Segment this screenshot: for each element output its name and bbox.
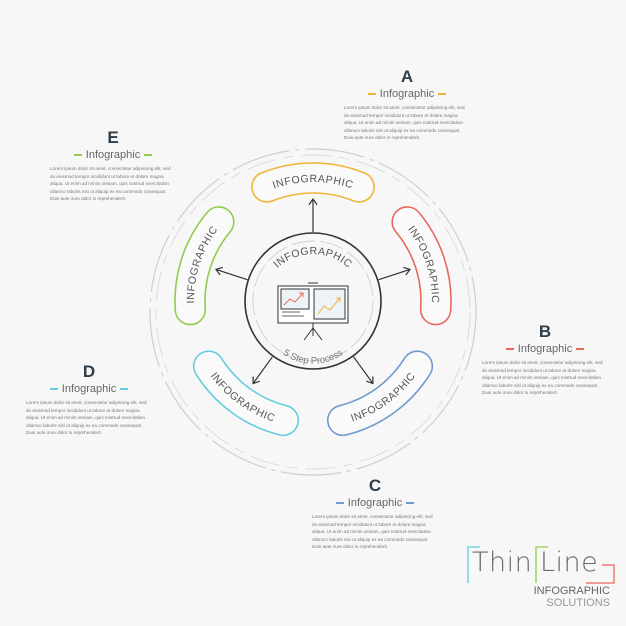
step-b-title: Infographic (517, 343, 573, 355)
title-dash-right (120, 388, 129, 390)
step-d-block: D Infographic Lorem ipsum dolor sit amet… (26, 362, 152, 437)
arrow-d (252, 356, 273, 384)
pill-d: INFOGRAPHIC (192, 350, 299, 437)
step-b-letter: B (538, 322, 552, 341)
step-a-title: Infographic (379, 88, 435, 100)
brand-sub-2: SOLUTIONS (546, 597, 610, 609)
arrows-layer (214, 197, 412, 385)
step-c-title-row: Infographic (312, 497, 438, 509)
title-dash-left (367, 93, 376, 95)
step-b-body: Lorem ipsum dolor sit amet, consectetur … (482, 360, 603, 396)
arrow-head-b (403, 266, 412, 276)
step-b-title-row: Infographic (482, 343, 608, 355)
title-dash-left (73, 154, 82, 156)
arrow-b (378, 268, 411, 281)
step-b-block: B Infographic Lorem ipsum dolor sit amet… (482, 322, 608, 397)
center-subtitle: 5 Step Process (281, 347, 345, 367)
step-e-title: Infographic (85, 149, 141, 161)
step-c-title: Infographic (347, 497, 403, 509)
pill-c: INFOGRAPHIC (327, 350, 434, 437)
title-dash-left (49, 388, 58, 390)
step-a-letter: A (400, 67, 414, 86)
brand-frame-lines (467, 546, 615, 584)
arrow-head-a (308, 197, 318, 206)
step-e-block: E Infographic Lorem ipsum dolor sit amet… (50, 128, 176, 203)
brand-wordmark: Thin Line (466, 543, 616, 585)
step-d-title-row: Infographic (26, 383, 152, 395)
pill-b: INFOGRAPHIC (391, 206, 452, 326)
center-circle (244, 232, 382, 370)
brand-logo: Thin Line INFOGRAPHIC SOLUTIONS (466, 543, 616, 609)
center-circle-inner-dashed (252, 240, 374, 362)
step-d-letter: D (82, 362, 96, 381)
title-dash-right (406, 502, 415, 504)
presentation-board-icon (277, 282, 349, 341)
step-c-block: C Infographic Lorem ipsum dolor sit amet… (312, 476, 438, 551)
title-dash-right (144, 154, 153, 156)
step-e-body: Lorem ipsum dolor sit amet, consectetur … (50, 166, 171, 202)
brand-sub-1: INFOGRAPHIC (533, 585, 610, 597)
arrow-c (353, 356, 374, 384)
pills-layer: INFOGRAPHIC INFOGRAPHIC INFOGRAPHIC INFOGRA… (174, 162, 452, 437)
step-c-letter: C (368, 476, 382, 495)
pill-shape (391, 206, 452, 326)
brand-word-2: Line (540, 547, 599, 578)
title-dash-left (335, 502, 344, 504)
step-a-block: A Infographic Lorem ipsum dolor sit amet… (344, 67, 470, 142)
step-d-body: Lorem ipsum dolor sit amet, consectetur … (26, 400, 147, 436)
pill-shape (192, 350, 299, 437)
step-d-title: Infographic (61, 383, 117, 395)
step-a-title-row: Infographic (344, 88, 470, 100)
title-dash-left (505, 348, 514, 350)
outer-dashed-ring (149, 148, 477, 476)
title-dash-right (438, 93, 447, 95)
arrow-head-e (214, 266, 223, 276)
outer-dashed-ring-inner (155, 154, 471, 470)
arrow-head-c (366, 376, 374, 385)
pill-shape (327, 350, 434, 437)
arrow-head-d (252, 376, 260, 385)
title-dash-right (576, 348, 585, 350)
pill-e: INFOGRAPHIC (174, 206, 235, 326)
step-c-body: Lorem ipsum dolor sit amet, consectetur … (312, 514, 433, 550)
step-a-body: Lorem ipsum dolor sit amet, consectetur … (344, 105, 465, 141)
step-e-letter: E (107, 128, 119, 147)
step-e-title-row: Infographic (50, 149, 176, 161)
brand-word-1: Thin (472, 547, 533, 578)
pill-shape (174, 206, 235, 326)
pill-shape (251, 162, 375, 203)
arrow-e (215, 268, 248, 281)
pill-a: INFOGRAPHIC (251, 162, 375, 203)
